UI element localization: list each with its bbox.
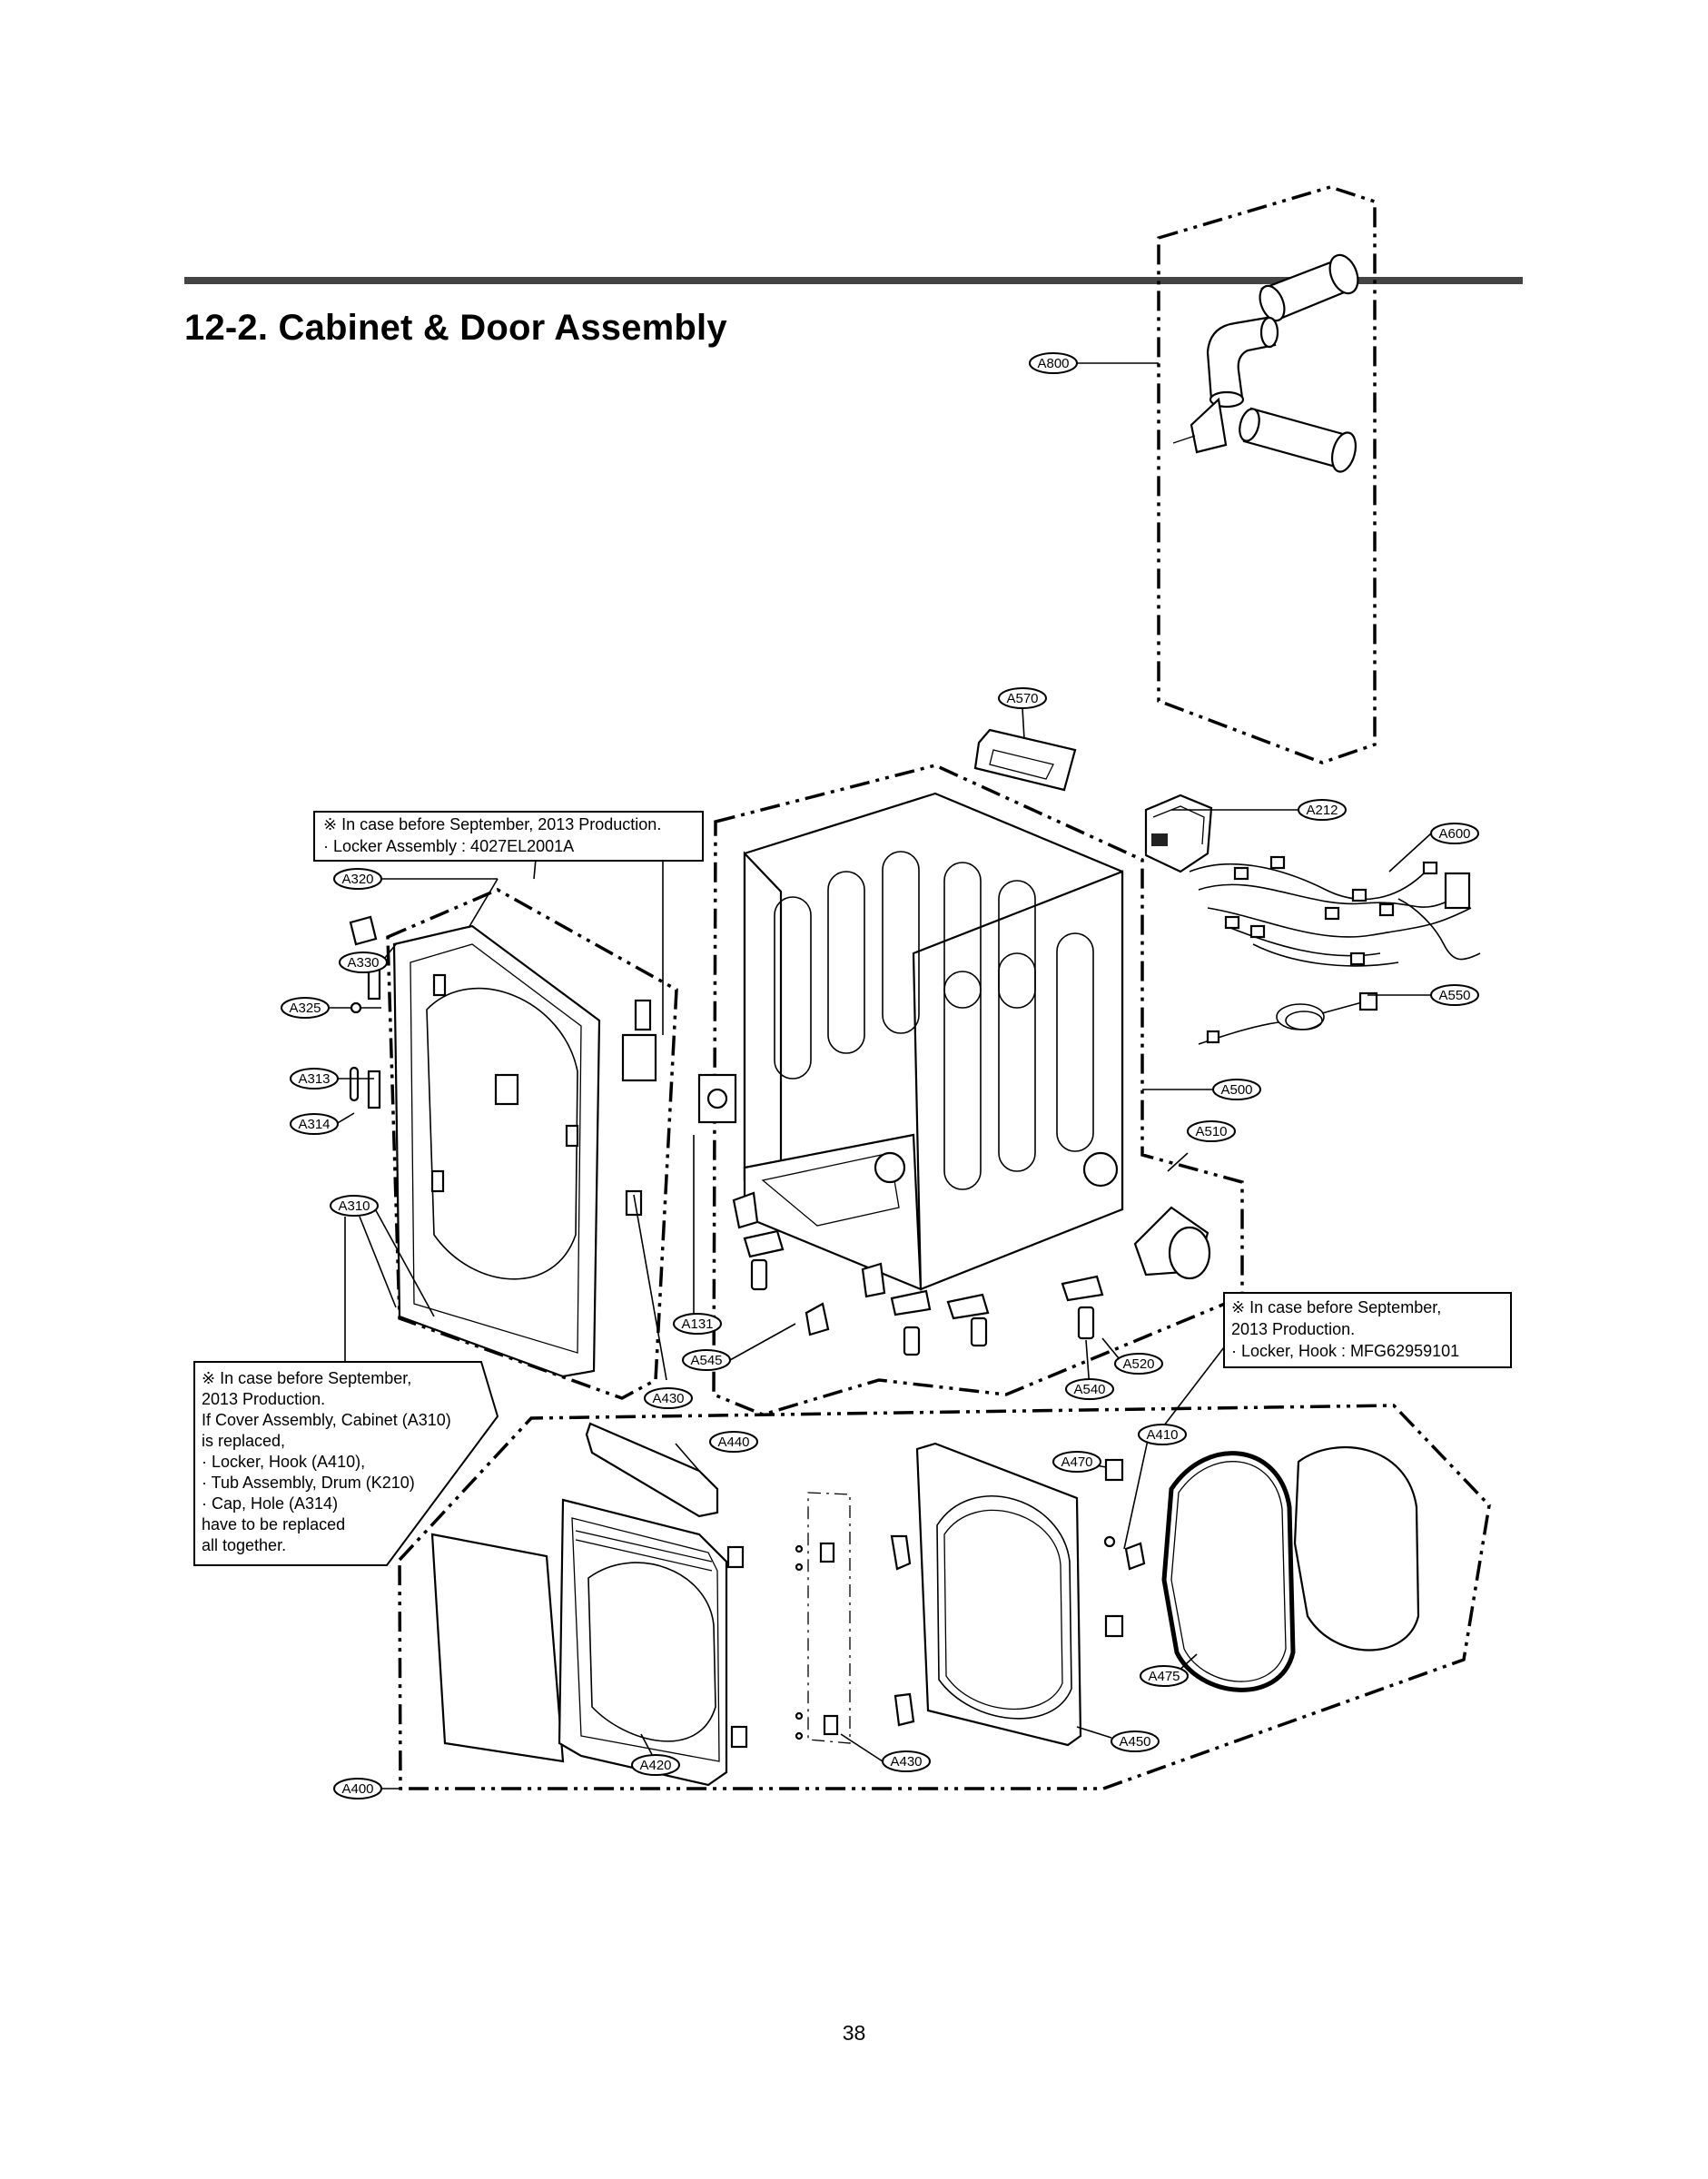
callout-a430-lower-label: A430 bbox=[890, 1754, 922, 1770]
duct-adaptor bbox=[1133, 1206, 1211, 1280]
callout-a545-label: A545 bbox=[690, 1353, 722, 1368]
note-left-line-7: · Cap, Hole (A314) bbox=[202, 1494, 338, 1513]
callout-a600-label: A600 bbox=[1438, 826, 1470, 842]
callout-a475-label: A475 bbox=[1148, 1669, 1180, 1684]
note-top: ※ In case before September, 2013 Product… bbox=[313, 811, 704, 862]
callout-a330-label: A330 bbox=[347, 955, 379, 971]
cabinet-group-outline bbox=[712, 764, 1244, 1416]
callout-a330: A330 bbox=[339, 951, 388, 973]
note-left-line-3: If Cover Assembly, Cabinet (A310) bbox=[202, 1411, 451, 1429]
feet-and-brackets bbox=[732, 1191, 1104, 1356]
callout-a450: A450 bbox=[1111, 1730, 1160, 1752]
callout-a410-label: A410 bbox=[1146, 1427, 1178, 1443]
note-left-line-1: ※ In case before September, bbox=[202, 1369, 411, 1387]
callout-a400: A400 bbox=[333, 1778, 382, 1799]
callout-a320: A320 bbox=[333, 868, 382, 890]
callout-a520: A520 bbox=[1114, 1353, 1163, 1375]
note-right-line-3: · Locker, Hook : MFG62959101 bbox=[1231, 1342, 1459, 1360]
note-left-line-9: all together. bbox=[202, 1536, 286, 1554]
page-number: 38 bbox=[842, 2021, 866, 2045]
note-top-line-1: ※ In case before September, 2013 Product… bbox=[323, 815, 661, 833]
note-right-line-2: 2013 Production. bbox=[1231, 1320, 1355, 1338]
callout-a212-label: A212 bbox=[1306, 803, 1338, 818]
callout-a470-label: A470 bbox=[1061, 1454, 1092, 1470]
callout-a430-lower: A430 bbox=[882, 1750, 931, 1772]
callout-a470: A470 bbox=[1052, 1451, 1101, 1473]
door-group-outline bbox=[398, 1404, 1491, 1790]
callout-a430-upper: A430 bbox=[644, 1387, 693, 1409]
note-left: ※ In case before September, 2013 Product… bbox=[193, 1361, 499, 1566]
callout-a212: A212 bbox=[1298, 799, 1347, 821]
callout-a510: A510 bbox=[1187, 1120, 1236, 1142]
note-left-line-5: · Locker, Hook (A410), bbox=[202, 1453, 365, 1471]
front-cover-group-outline bbox=[386, 888, 678, 1400]
callout-a440: A440 bbox=[709, 1431, 758, 1453]
wire-harness-parts bbox=[1144, 794, 1481, 1045]
callout-a313: A313 bbox=[290, 1068, 339, 1090]
callout-a475: A475 bbox=[1140, 1665, 1189, 1687]
callout-a520-label: A520 bbox=[1122, 1356, 1154, 1372]
note-right-line-1: ※ In case before September, bbox=[1231, 1298, 1441, 1316]
callout-a410: A410 bbox=[1138, 1424, 1187, 1445]
note-left-line-2: 2013 Production. bbox=[202, 1390, 325, 1408]
callout-a450-label: A450 bbox=[1119, 1734, 1150, 1750]
callout-a131-label: A131 bbox=[681, 1316, 713, 1332]
callout-a131: A131 bbox=[673, 1313, 722, 1335]
callout-a325: A325 bbox=[281, 997, 330, 1019]
callout-a800: A800 bbox=[1029, 352, 1078, 374]
callout-a314-label: A314 bbox=[298, 1117, 330, 1132]
note-top-line-2: · Locker Assembly : 4027EL2001A bbox=[323, 837, 574, 855]
exhaust-duct-kit bbox=[1172, 253, 1359, 473]
callout-a430-upper-label: A430 bbox=[652, 1391, 684, 1406]
callout-a800-label: A800 bbox=[1037, 356, 1069, 371]
callout-a545: A545 bbox=[682, 1349, 731, 1371]
callout-a540-label: A540 bbox=[1073, 1382, 1105, 1397]
callout-a550-label: A550 bbox=[1438, 988, 1470, 1003]
door-assembly-parts bbox=[430, 1422, 1420, 1787]
callout-a550: A550 bbox=[1430, 984, 1479, 1006]
callout-a310-label: A310 bbox=[338, 1198, 370, 1214]
note-left-line-4: is replaced, bbox=[202, 1432, 285, 1450]
callout-a325-label: A325 bbox=[289, 1001, 321, 1016]
callout-a314: A314 bbox=[290, 1113, 339, 1135]
page-title: 12-2. Cabinet & Door Assembly bbox=[184, 308, 727, 348]
callout-a500-label: A500 bbox=[1220, 1082, 1252, 1098]
callout-a420-label: A420 bbox=[639, 1758, 671, 1773]
callout-a570-label: A570 bbox=[1006, 691, 1038, 706]
callout-a440-label: A440 bbox=[717, 1435, 749, 1450]
header-rule bbox=[184, 277, 1523, 284]
front-cover-panel bbox=[349, 915, 657, 1378]
cover-plate bbox=[973, 728, 1077, 792]
callout-a320-label: A320 bbox=[341, 872, 373, 887]
callout-a310: A310 bbox=[330, 1195, 379, 1217]
duct-group-outline bbox=[1157, 185, 1377, 764]
callout-a600: A600 bbox=[1430, 823, 1479, 844]
note-left-line-8: have to be replaced bbox=[202, 1515, 345, 1533]
callout-a510-label: A510 bbox=[1195, 1124, 1227, 1139]
cabinet-body bbox=[697, 792, 1124, 1291]
group-outlines bbox=[386, 185, 1491, 1790]
callout-a313-label: A313 bbox=[298, 1071, 330, 1087]
callout-a420: A420 bbox=[631, 1754, 680, 1776]
callout-a400-label: A400 bbox=[341, 1781, 373, 1797]
part-callouts: A800 A570 A212 A600 A550 A500 A510 A320 … bbox=[281, 352, 1479, 1799]
callout-a540: A540 bbox=[1065, 1378, 1114, 1400]
note-right: ※ In case before September, 2013 Product… bbox=[1223, 1292, 1512, 1368]
note-left-line-6: · Tub Assembly, Drum (K210) bbox=[202, 1474, 415, 1492]
callout-a500: A500 bbox=[1212, 1079, 1261, 1100]
callout-a570: A570 bbox=[998, 687, 1047, 709]
